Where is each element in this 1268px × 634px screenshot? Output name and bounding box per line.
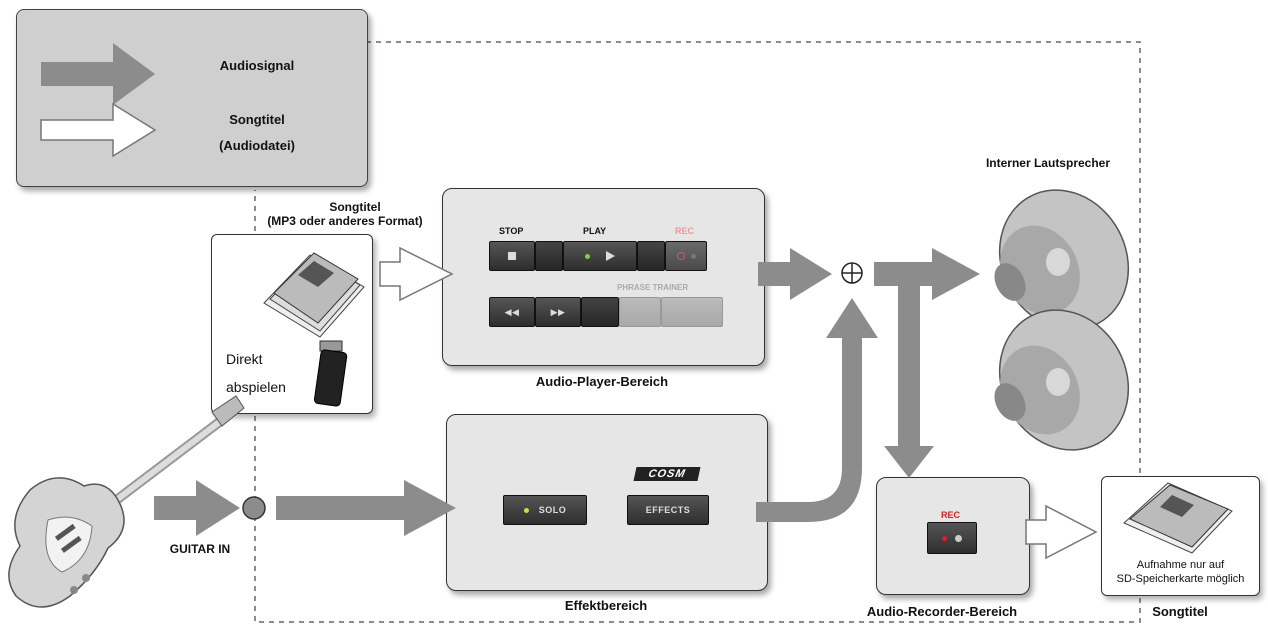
speaker-caption: Interner Lautsprecher: [985, 156, 1111, 170]
audio-recorder-box: REC: [876, 477, 1030, 595]
sd-card-stack-icon: [263, 252, 365, 338]
legend-song-title-label: Songtitel: [229, 112, 285, 127]
phrase-trainer-button-2[interactable]: [661, 297, 723, 327]
audio-recorder-caption: Audio-Recorder-Bereich: [866, 604, 1018, 619]
solo-label: SOLO: [538, 505, 567, 515]
recorder-rec-label: REC: [941, 510, 961, 520]
mixer-to-recorder-arrow-icon: [884, 286, 934, 478]
stop-label: STOP: [499, 226, 524, 236]
transport-spacer: [581, 297, 619, 327]
recorder-rec-dot-icon: [955, 534, 962, 542]
fast-forward-icon: ▶▶: [550, 306, 566, 317]
rec-dot-icon: [690, 253, 696, 259]
play-icon: [606, 251, 615, 261]
source-box: Direkt abspielen: [211, 234, 373, 414]
legend-audio-signal-label: Audiosignal: [219, 58, 295, 73]
guitar-input-jack-icon: [242, 496, 266, 520]
output-note-label: Aufnahme nur auf: [1136, 559, 1225, 571]
song-title-arrow-icon: [40, 102, 157, 158]
phrase-trainer-label: PHRASE TRAINER: [617, 283, 689, 292]
file-arrow-to-player-icon: [379, 246, 454, 302]
input-to-effects-arrow-icon: [276, 480, 456, 536]
mixer-to-speaker-arrow-icon: [874, 248, 980, 300]
phrase-trainer-button-1[interactable]: [619, 297, 661, 327]
fast-forward-button[interactable]: ▶▶: [535, 297, 581, 327]
audio-player-caption: Audio-Player-Bereich: [535, 374, 669, 389]
legend-arrows: [40, 43, 157, 158]
output-note-sub-label: SD-Speicherkarte möglich: [1116, 573, 1245, 585]
recorder-rec-button[interactable]: [927, 522, 977, 554]
legend-song-title-sub-label: (Audiodatei): [219, 138, 295, 153]
rewind-icon: ◀◀: [504, 306, 520, 317]
audio-player-box: STOP PLAY REC PHRASE TRAINER ◀◀ ▶▶: [442, 188, 765, 366]
legend-box: Audiosignal Songtitel (Audiodatei): [16, 9, 368, 187]
effects-to-mixer-arrow-icon: [756, 298, 878, 522]
recorder-to-sd-arrow-icon: [1025, 504, 1098, 560]
play-button[interactable]: [563, 241, 637, 271]
effects-caption: Effektbereich: [564, 598, 648, 613]
guitar-in-label: GUITAR IN: [169, 542, 231, 556]
electric-guitar-icon: [8, 395, 245, 608]
output-sd-card-icon: [1123, 482, 1233, 554]
play-label: PLAY: [583, 226, 607, 236]
source-format-label: (MP3 oder anderes Format): [267, 214, 423, 228]
rewind-button[interactable]: ◀◀: [489, 297, 535, 327]
rec-button[interactable]: [665, 241, 707, 271]
rec-label: REC: [675, 226, 695, 236]
usb-stick-icon: [313, 340, 348, 407]
output-caption: Songtitel: [1152, 604, 1208, 619]
rec-led-icon: [676, 252, 685, 260]
play-led-icon: [585, 253, 590, 259]
effects-label: EFFECTS: [645, 505, 691, 515]
effects-box: SOLO COSM EFFECTS: [446, 414, 768, 591]
output-box: Aufnahme nur auf SD-Speicherkarte möglic…: [1101, 476, 1260, 596]
stop-icon: [508, 252, 516, 260]
speaker-icon: [994, 309, 1130, 451]
stop-button[interactable]: [489, 241, 535, 271]
source-icons: [263, 252, 365, 407]
audio-signal-arrow-icon: [41, 43, 155, 105]
stop-play-spacer: [535, 241, 563, 271]
play-rec-spacer: [637, 241, 665, 271]
speaker-icon: [994, 189, 1130, 331]
player-to-mixer-arrow-icon: [758, 248, 832, 300]
solo-led-icon: [523, 507, 529, 513]
recorder-rec-led-icon: [942, 535, 947, 541]
direct-play-sub-label: abspielen: [226, 379, 286, 395]
effects-button[interactable]: EFFECTS: [627, 495, 709, 525]
source-title-label: Songtitel: [329, 200, 381, 214]
direct-play-label: Direkt: [226, 351, 263, 367]
guitar-to-input-arrow-icon: [154, 480, 240, 536]
solo-button[interactable]: SOLO: [503, 495, 587, 525]
